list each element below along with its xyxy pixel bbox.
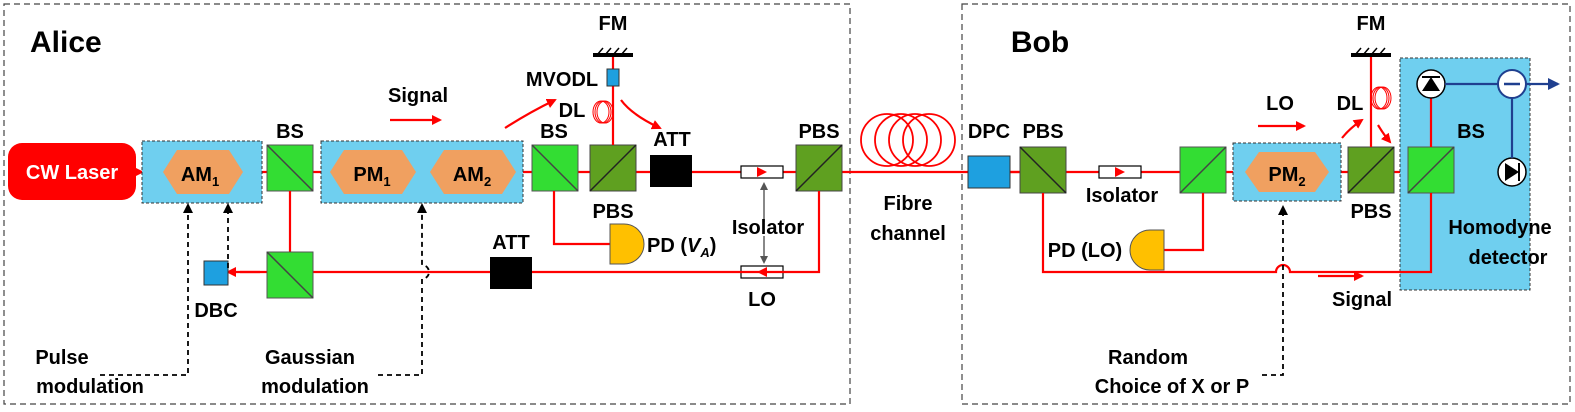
lo-return-path bbox=[240, 191, 821, 274]
alice-panel bbox=[3, 3, 851, 405]
photodiode-top bbox=[1416, 69, 1446, 99]
bob-signal-label: Signal bbox=[1332, 289, 1392, 311]
isolator-top-arrow bbox=[757, 167, 767, 177]
bs2-label: BS bbox=[540, 121, 568, 143]
bob-isolator-label: Isolator bbox=[1086, 185, 1158, 207]
pd-lo-detector bbox=[1129, 229, 1165, 271]
bob-pbs-out-label: PBS bbox=[1350, 201, 1391, 223]
pd-lo-beam bbox=[1164, 193, 1205, 252]
mvodl-block bbox=[606, 68, 620, 87]
pbs-out-label: PBS bbox=[798, 121, 839, 143]
am1-modulator bbox=[163, 150, 243, 194]
att-bottom bbox=[490, 257, 532, 289]
bs3-diagonal bbox=[266, 251, 314, 299]
alice-dl-label: DL bbox=[559, 100, 586, 122]
cw-laser-label: CW Laser bbox=[26, 162, 118, 184]
bob-fm-hatch bbox=[1354, 47, 1386, 56]
dpc-label: DPC bbox=[968, 121, 1010, 143]
alice-fm-label: FM bbox=[599, 13, 628, 35]
bob-delay-line-coil bbox=[1370, 86, 1392, 110]
bob-dl-out-arrow bbox=[1377, 124, 1392, 144]
pulse-mod-label-2: modulation bbox=[36, 376, 144, 398]
bob-pbs-in-label: PBS bbox=[1022, 121, 1063, 143]
alice-isolator-label: Isolator bbox=[732, 217, 804, 239]
dbc-block bbox=[203, 260, 229, 286]
random-label-2: Choice of X or P bbox=[1095, 376, 1249, 398]
alice-lo-label: LO bbox=[748, 289, 776, 311]
bs1-diagonal bbox=[266, 144, 314, 192]
pd-lo-label: PD (LO) bbox=[1048, 240, 1122, 262]
fibre-label-1: Fibre bbox=[884, 193, 933, 215]
bob-dl-in-arrow bbox=[1341, 118, 1364, 139]
bob-fm-label: FM bbox=[1357, 13, 1386, 35]
gauss-mod-control bbox=[378, 203, 430, 376]
cw-laser bbox=[8, 143, 136, 200]
homodyne-bs-label: BS bbox=[1457, 121, 1485, 143]
homodyne-bs-diagonal bbox=[1407, 146, 1455, 194]
fibre-spool bbox=[860, 113, 956, 167]
random-choice-control bbox=[1262, 205, 1288, 376]
dl-out-arrow bbox=[620, 99, 662, 130]
bob-title: Bob bbox=[1011, 26, 1069, 59]
pd-va-label: PD (VA) bbox=[647, 235, 716, 260]
bob-isolator-arrow bbox=[1115, 167, 1125, 177]
alice-fm-hatch bbox=[596, 47, 628, 56]
bs2-diagonal bbox=[531, 144, 579, 192]
homodyne-label-2: detector bbox=[1469, 247, 1548, 269]
pm2-label: PM2 bbox=[1268, 164, 1305, 189]
pm1-modulator bbox=[330, 150, 416, 194]
alice-delay-line-coil bbox=[592, 100, 614, 124]
att-top bbox=[650, 155, 692, 187]
bs1-label: BS bbox=[276, 121, 304, 143]
am2-modulator bbox=[430, 150, 516, 194]
gauss-mod-label-2: modulation bbox=[261, 376, 369, 398]
dl-in-arrow bbox=[504, 98, 557, 129]
homodyne-label-1: Homodyne bbox=[1448, 217, 1551, 239]
att-bottom-label: ATT bbox=[492, 232, 529, 254]
am2-label: AM2 bbox=[453, 164, 491, 189]
bob-lo-label: LO bbox=[1266, 93, 1294, 115]
photodiode-right bbox=[1497, 157, 1527, 187]
pbs-mid-label: PBS bbox=[592, 201, 633, 223]
pbs-mid-diagonal bbox=[589, 144, 637, 192]
att-top-label: ATT bbox=[653, 129, 690, 151]
dbc-label: DBC bbox=[194, 300, 237, 322]
dpc-block bbox=[967, 155, 1011, 189]
am1-label: AM1 bbox=[181, 164, 219, 189]
mvodl-label: MVODL bbox=[526, 69, 598, 91]
alice-title: Alice bbox=[30, 26, 102, 59]
bob-bs-lo-diagonal bbox=[1179, 146, 1227, 194]
bob-panel bbox=[961, 3, 1571, 405]
pm2-modulator bbox=[1245, 152, 1329, 192]
pd-va-beam bbox=[552, 191, 610, 246]
pulse-mod-control bbox=[100, 203, 193, 376]
pulse-mod-label-1: Pulse bbox=[35, 347, 88, 369]
pm1-label: PM1 bbox=[353, 164, 390, 189]
bob-pbs-out-diagonal bbox=[1347, 146, 1395, 194]
pd-va-detector bbox=[609, 223, 645, 265]
fibre-label-2: channel bbox=[870, 223, 946, 245]
bob-dl-label: DL bbox=[1337, 93, 1364, 115]
gauss-mod-label-1: Gaussian bbox=[265, 347, 355, 369]
alice-signal-label: Signal bbox=[388, 85, 448, 107]
pbs-out-diagonal bbox=[795, 144, 843, 192]
random-label-1: Random bbox=[1108, 347, 1188, 369]
bob-pbs-in-diagonal bbox=[1019, 146, 1067, 194]
